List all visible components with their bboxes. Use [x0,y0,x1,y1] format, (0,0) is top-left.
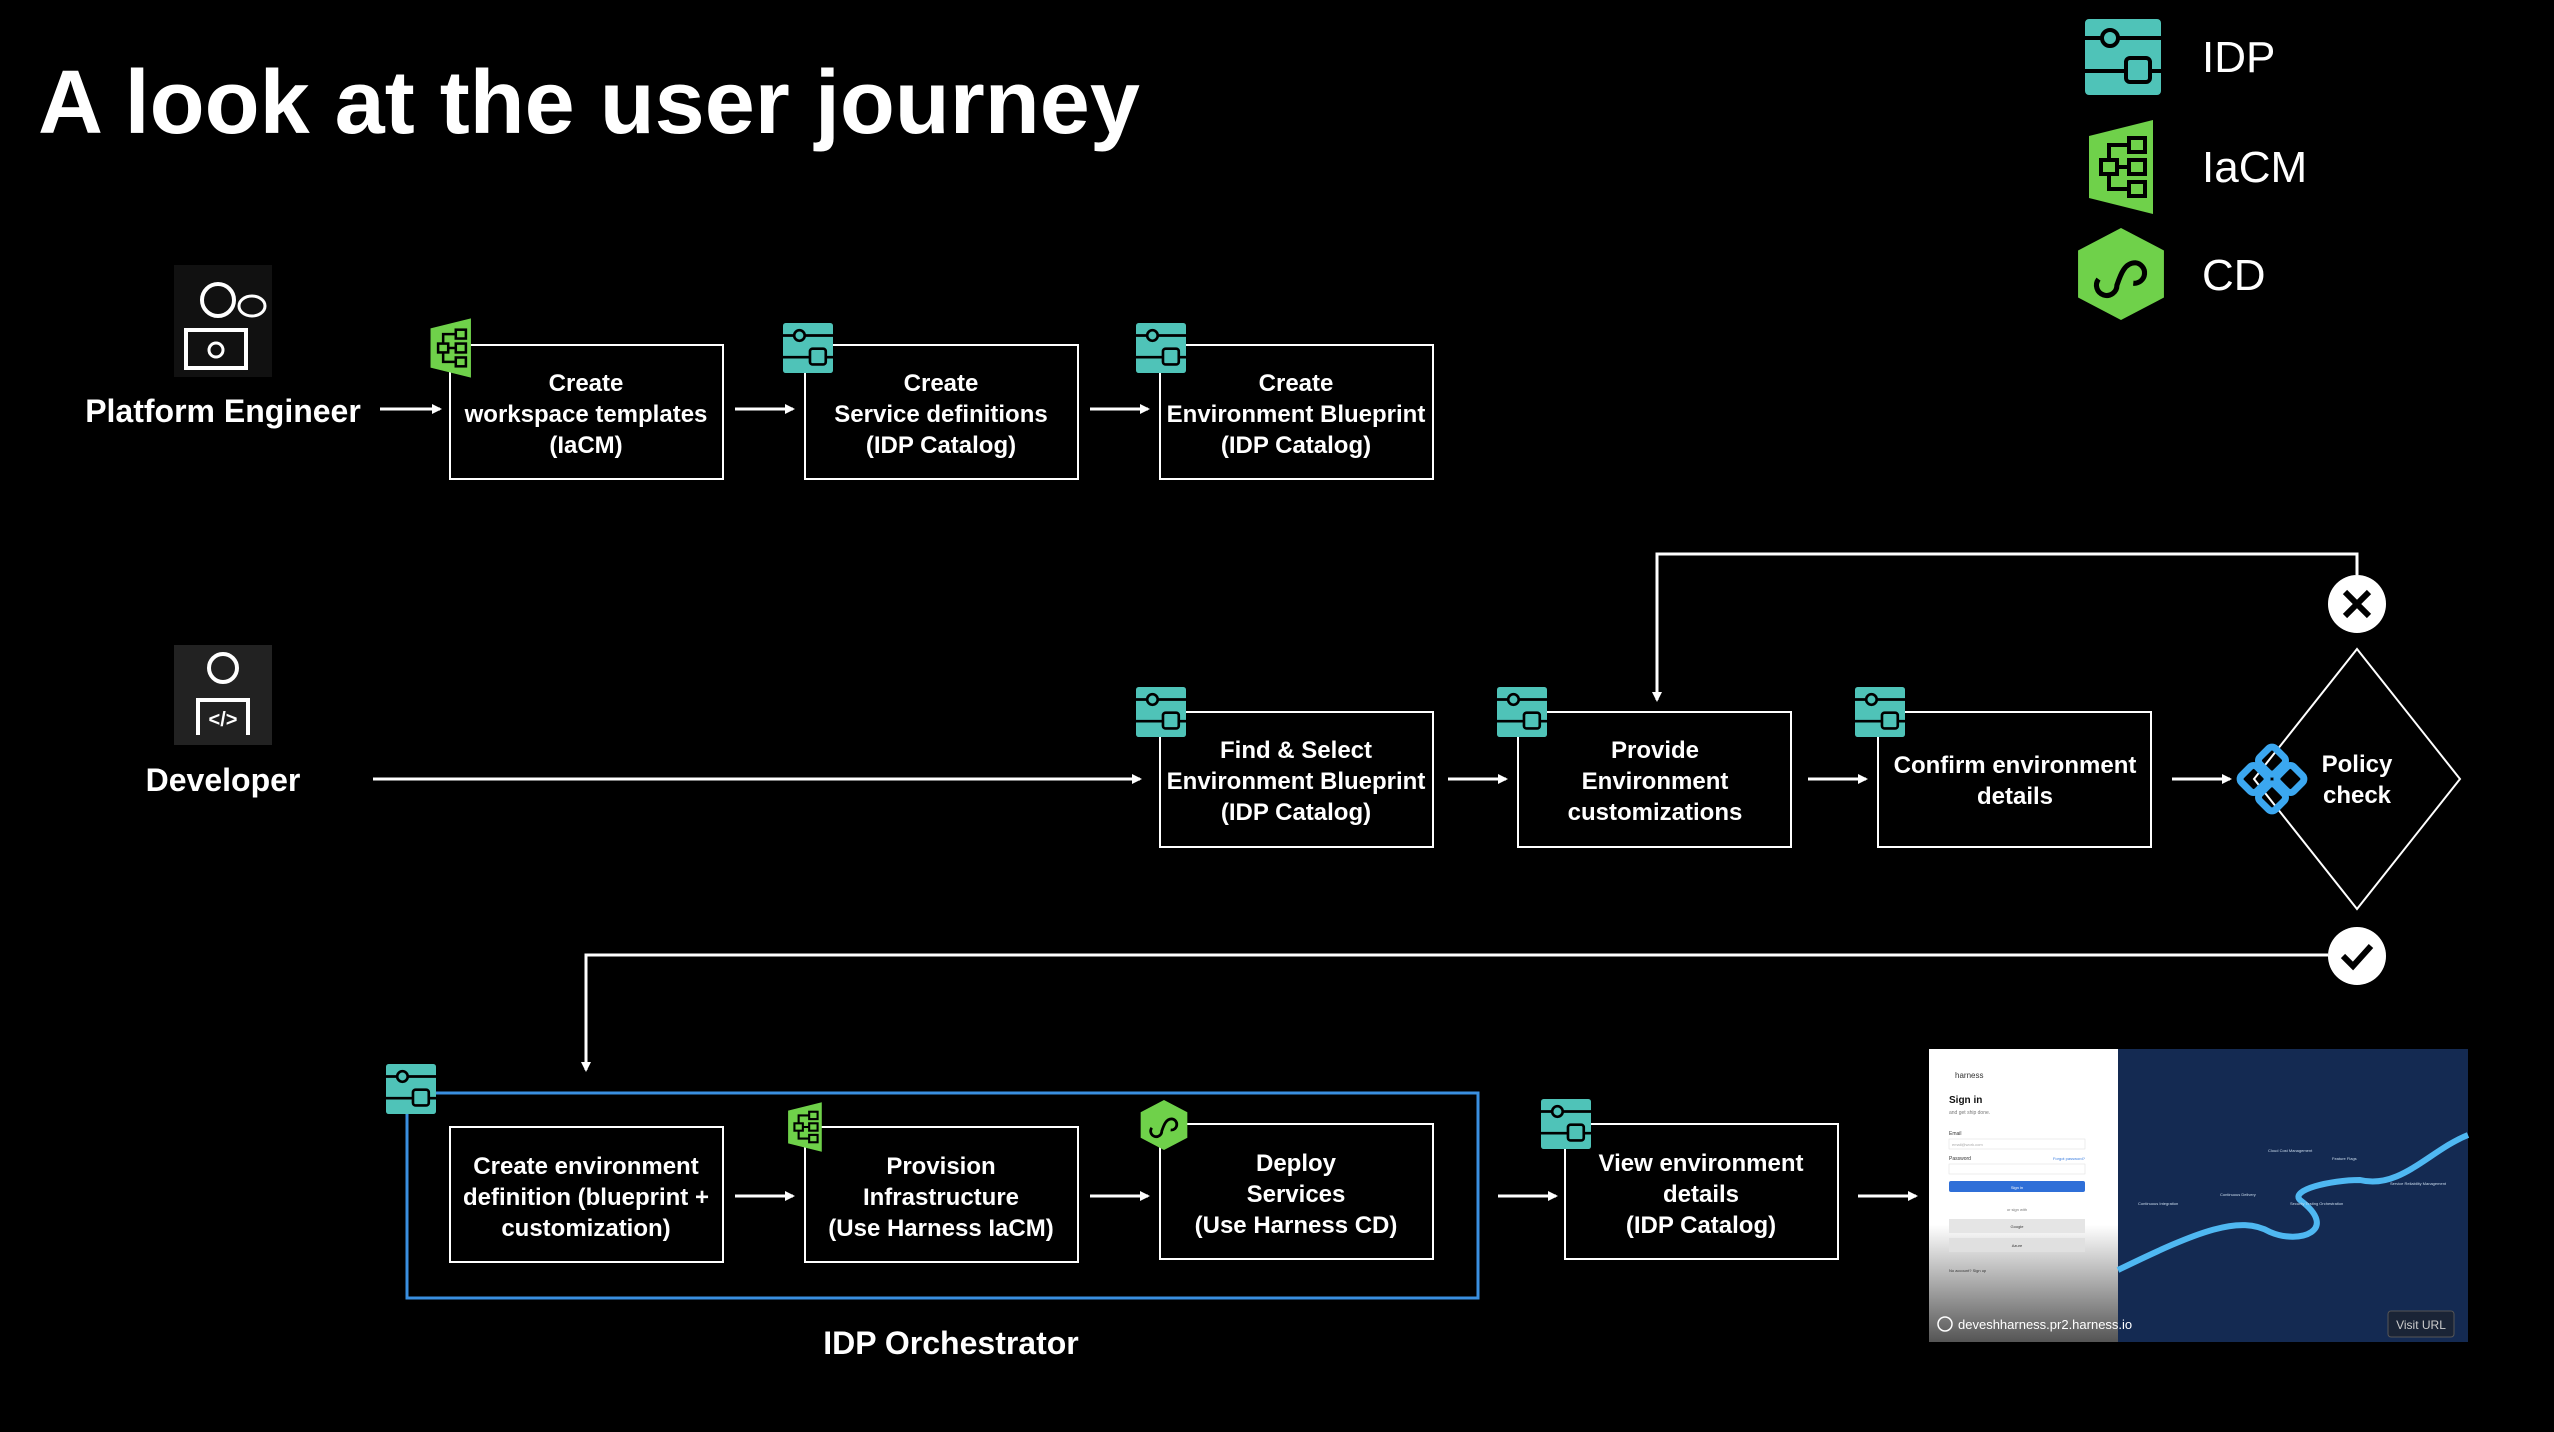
svg-text:No account? Sign up: No account? Sign up [1949,1268,1987,1273]
idp-icon [1541,1099,1591,1149]
svg-text:Google: Google [2011,1224,2025,1229]
developer-icon [174,645,272,745]
idp-icon [386,1064,436,1114]
svg-text:Service Reliability Management: Service Reliability Management [2390,1181,2447,1186]
idp-icon [1855,687,1905,737]
idp-icon [1136,687,1186,737]
platform-engineer-icon [174,265,272,377]
svg-text:</>: </> [209,709,238,731]
svg-text:harness: harness [1955,1071,1983,1080]
svg-text:Password: Password [1949,1156,1971,1162]
svg-text:email@work.com: email@work.com [1952,1142,1983,1147]
page-title: A look at the user journey [38,53,1140,153]
cd-icon [2078,228,2164,320]
svg-text:Email: Email [1949,1131,1962,1137]
svg-text:Azure: Azure [2012,1243,2023,1248]
x-circle-icon [2328,575,2386,633]
idp-icon [1136,323,1186,373]
developer-actor: </> Developer [146,645,301,798]
svg-text:Feature Flags: Feature Flags [2332,1156,2357,1161]
iacm-icon [787,1102,823,1152]
legend-label-cd: CD [2202,251,2266,300]
preview-visit-url: Visit URL [2396,1318,2446,1332]
svg-text:Continuous Integration: Continuous Integration [2138,1201,2178,1206]
preview-sign-in-button [1949,1181,2085,1192]
svg-text:Sign in: Sign in [1949,1095,1982,1106]
connectors [373,404,2359,1201]
platform-engineer-actor: Platform Engineer [85,265,361,429]
actor-label-platform-engineer: Platform Engineer [85,393,361,429]
idp-orchestrator-group [405,1091,1480,1300]
policy-icon [2236,743,2308,815]
svg-text:or sign with: or sign with [2007,1207,2027,1212]
idp-icon [1497,687,1547,737]
svg-text:Continuous Delivery: Continuous Delivery [2220,1192,2256,1197]
legend-label-idp: IDP [2202,33,2275,82]
preview-url: deveshharness.pr2.harness.io [1958,1317,2132,1332]
orchestrator-label: IDP Orchestrator [823,1325,1079,1361]
environment-preview-screenshot: harness Sign in and get ship done. Email… [1929,1049,2470,1342]
svg-text:Sign in: Sign in [2011,1185,2023,1190]
legend-label-iacm: IaCM [2202,143,2307,192]
svg-text:Security Testing Orchestration: Security Testing Orchestration [2290,1201,2343,1206]
idp-icon [783,323,833,373]
actor-label-developer: Developer [146,762,301,798]
svg-text:Cloud Cost Management: Cloud Cost Management [2268,1148,2313,1153]
check-circle-icon [2328,927,2386,985]
iacm-icon [429,318,473,378]
idp-icon [2085,19,2161,95]
iacm-icon [2087,120,2155,214]
legend: IDP IaCM CD [2078,19,2307,320]
svg-text:and get ship done.: and get ship done. [1949,1110,1990,1116]
svg-text:Forgot password?: Forgot password? [2053,1156,2086,1161]
